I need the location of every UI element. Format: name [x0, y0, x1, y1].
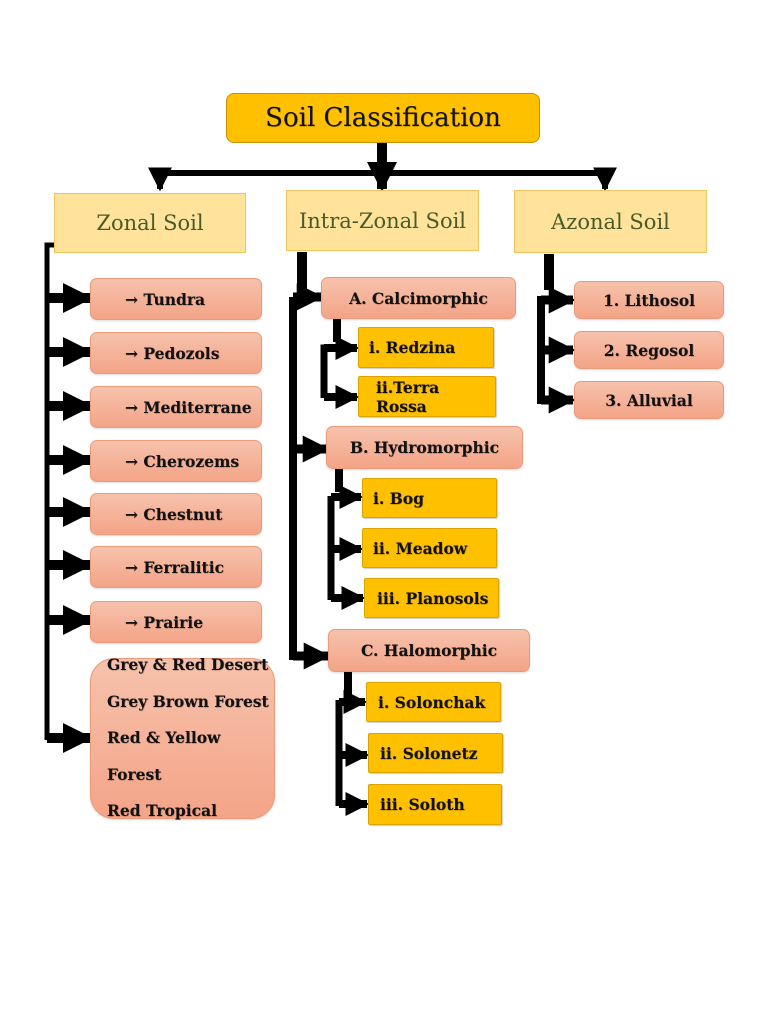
intra-subitem: ii. Meadow [362, 528, 497, 568]
zonal-item: → Tundra [90, 278, 262, 320]
zonal-item: → Ferralitic [90, 546, 262, 588]
azonal-item: 1. Lithosol [574, 281, 724, 319]
azonal-item: 2. Regosol [574, 331, 724, 369]
category-azonal: Azonal Soil [514, 190, 707, 253]
intra-subitem: i. Redzina [358, 327, 494, 368]
zonal-group-item: Red & Yellow Forest [107, 728, 221, 784]
azonal-item: 3. Alluvial [574, 381, 724, 419]
zonal-item: → Cherozems [90, 440, 262, 482]
zonal-item: → Pedozols [90, 332, 262, 374]
intra-group-calcimorphic: A. Calcimorphic [321, 277, 516, 319]
category-zonal: Zonal Soil [54, 193, 246, 253]
zonal-item: → Mediterrane [90, 386, 262, 428]
diagram-title: Soil Classification [226, 93, 540, 143]
zonal-group-item: Grey & Red Desert [107, 655, 269, 675]
intra-subitem: iii. Soloth [368, 784, 502, 825]
intra-subitem: ii. Solonetz [368, 733, 503, 773]
zonal-group-box: Grey & Red Desert Grey Brown Forest Red … [90, 655, 275, 820]
zonal-item: → Chestnut [90, 493, 262, 535]
intra-subitem: iii. Planosols [364, 578, 499, 618]
intra-group-halomorphic: C. Halomorphic [328, 629, 530, 672]
intra-subitem: i. Solonchak [366, 682, 501, 722]
intra-subitem: ii.Terra Rossa [358, 376, 496, 417]
category-intra-zonal: Intra-Zonal Soil [286, 190, 479, 251]
intra-group-hydromorphic: B. Hydromorphic [326, 426, 523, 469]
zonal-group-item: Grey Brown Forest [107, 691, 269, 711]
zonal-item: → Prairie [90, 601, 262, 643]
zonal-group-item: Red Tropical [107, 801, 217, 821]
intra-subitem: i. Bog [362, 478, 497, 518]
